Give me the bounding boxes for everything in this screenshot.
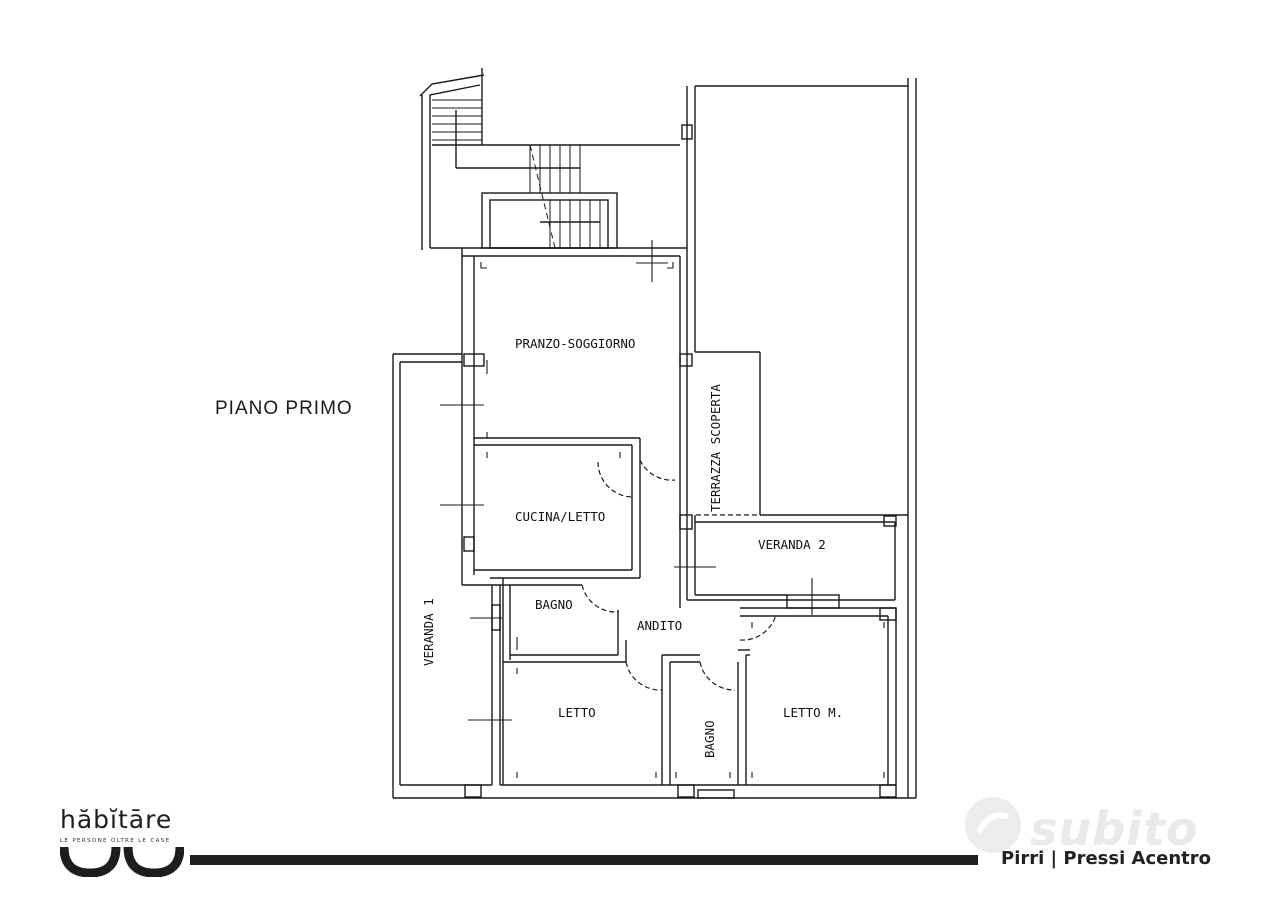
room-label-letto-m: LETTO M. xyxy=(783,705,843,720)
floor-label: PIANO PRIMO xyxy=(215,398,353,419)
brand-mark-icon xyxy=(60,847,184,877)
room-label-veranda-1: VERANDA 1 xyxy=(421,598,436,666)
stair-cut-line xyxy=(529,144,556,249)
watermark-logo-icon xyxy=(965,797,1021,853)
window-ticks xyxy=(440,240,813,721)
corner-marks xyxy=(480,262,885,778)
room-label-pranzo: PRANZO-SOGGIORNO xyxy=(515,336,635,351)
door-swings xyxy=(581,459,777,691)
walls xyxy=(392,68,917,799)
brand-tagline: LE PERSONE OLTRE LE CASE xyxy=(60,838,171,844)
stair-treads xyxy=(432,99,601,248)
room-label-andito: ANDITO xyxy=(637,618,682,633)
room-label-cucina: CUCINA/LETTO xyxy=(515,509,605,524)
brand-name: hăbĭtāre xyxy=(60,805,173,834)
room-label-terrazza: TERRAZZA SCOPERTA xyxy=(708,384,723,512)
brand-logo: hăbĭtāre LE PERSONE OLTRE LE CASE xyxy=(60,805,190,877)
room-label-bagno-2: BAGNO xyxy=(702,720,717,758)
room-label-letto: LETTO xyxy=(558,705,596,720)
room-label-bagno-1: BAGNO xyxy=(535,597,573,612)
footer-bar xyxy=(190,855,978,865)
location-caption: Pirri | Pressi Acentro xyxy=(1001,848,1212,869)
room-label-veranda-2: VERANDA 2 xyxy=(758,537,826,552)
watermark-text: subito xyxy=(1030,802,1199,856)
